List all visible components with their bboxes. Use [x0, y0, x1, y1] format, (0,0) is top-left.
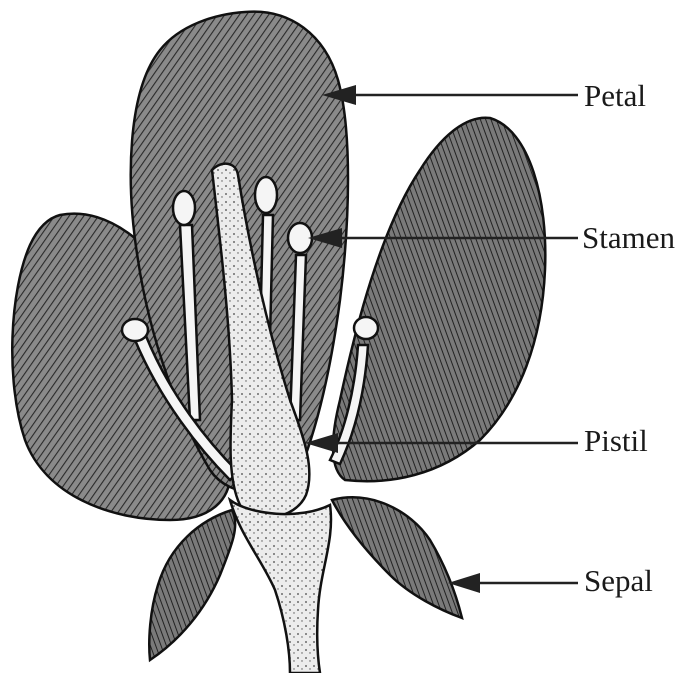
right-petal: [333, 118, 545, 481]
stamen-label: Stamen: [582, 222, 675, 253]
sepal-label: Sepal: [584, 565, 653, 596]
stem: [230, 500, 331, 673]
petal-label: Petal: [584, 80, 646, 111]
pistil-label: Pistil: [584, 425, 648, 456]
left-sepal: [149, 510, 235, 660]
right-sepal: [332, 497, 462, 618]
